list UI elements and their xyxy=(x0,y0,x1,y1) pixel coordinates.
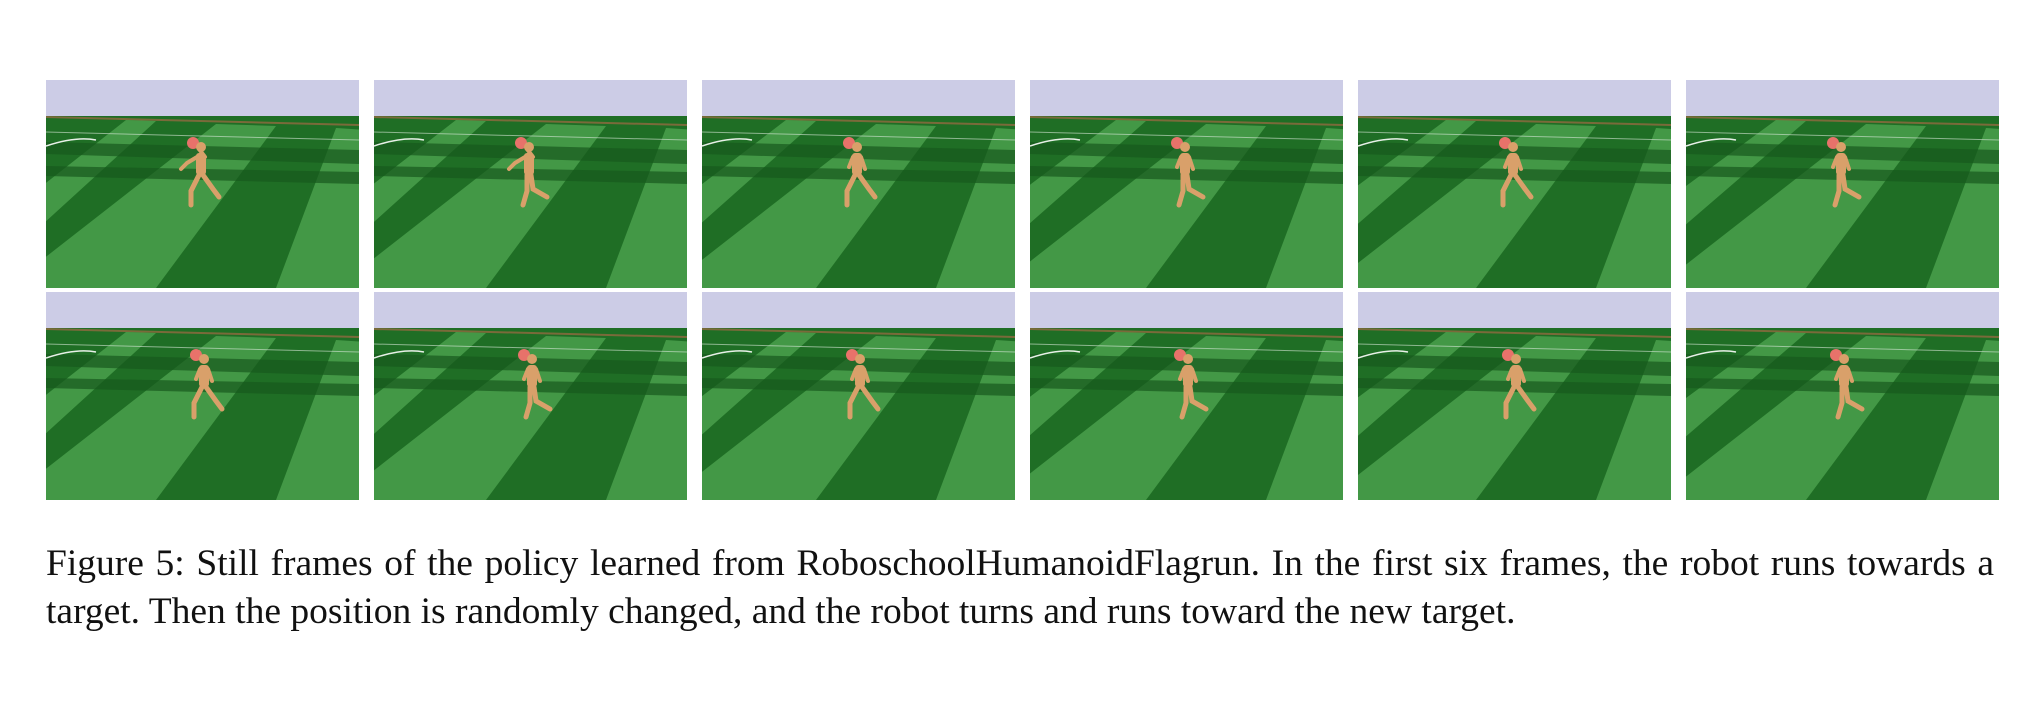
robot-figure xyxy=(1827,137,1862,208)
frames-row-1 xyxy=(46,80,1999,288)
still-frame-2 xyxy=(374,80,687,288)
still-frame-7 xyxy=(46,292,359,500)
robot-figure xyxy=(843,137,878,208)
still-frame-8 xyxy=(374,292,687,500)
figure-frames xyxy=(46,80,1999,504)
still-frame-3 xyxy=(702,80,1015,288)
still-frame-4 xyxy=(1030,80,1343,288)
robot-figure xyxy=(179,137,222,208)
still-frame-5 xyxy=(1358,80,1671,288)
still-frame-1 xyxy=(46,80,359,288)
robot-figure xyxy=(846,349,881,420)
still-frame-12 xyxy=(1686,292,1999,500)
robot-figure xyxy=(1830,349,1865,420)
still-frame-9 xyxy=(702,292,1015,500)
still-frame-6 xyxy=(1686,80,1999,288)
still-frame-11 xyxy=(1358,292,1671,500)
robot-figure xyxy=(1502,349,1537,420)
robot-figure xyxy=(190,349,225,420)
still-frame-10 xyxy=(1030,292,1343,500)
robot-figure xyxy=(507,137,550,208)
robot-figure xyxy=(1174,349,1209,420)
robot-figure xyxy=(1171,137,1206,208)
robot-figure xyxy=(518,349,553,420)
frames-row-2 xyxy=(46,292,1999,500)
figure-caption: Figure 5: Still frames of the policy lea… xyxy=(46,543,1994,632)
robot-figure xyxy=(1499,137,1534,208)
